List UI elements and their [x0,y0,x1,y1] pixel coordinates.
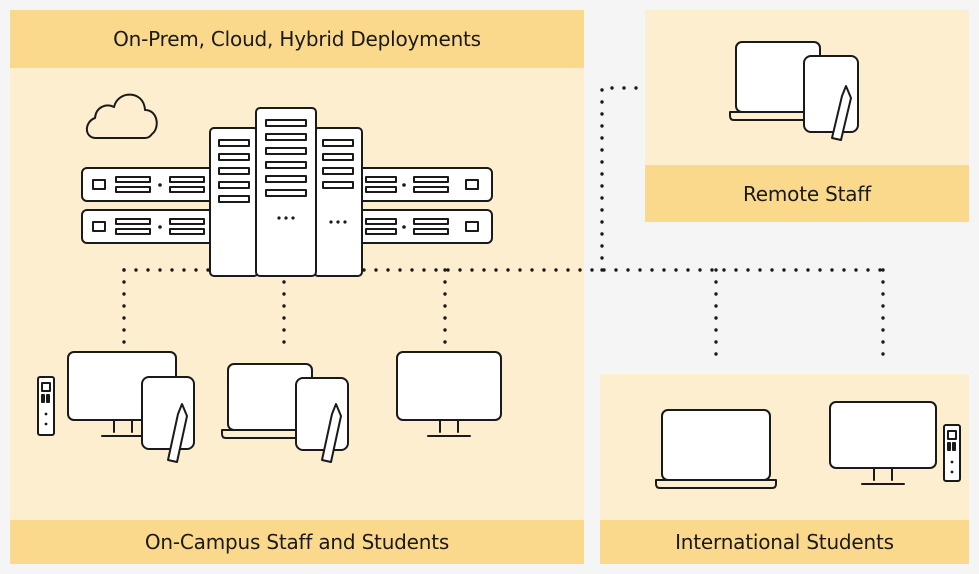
campus-device-group-3 [396,351,502,437]
cloud-icon [85,93,158,139]
stylus-icon [321,403,342,463]
deployments-label: On-Prem, Cloud, Hybrid Deployments [10,10,584,68]
desktop-icon [396,351,502,421]
server-rack-icon [81,107,493,277]
campus-device-group-1 [37,351,195,463]
stylus-icon [831,85,852,141]
connection-lines [122,86,892,368]
on-campus-label: On-Campus Staff and Students [10,520,584,564]
remote-staff-label: Remote Staff [645,165,969,222]
remote-staff-devices [729,41,859,141]
international-label: International Students [600,520,969,564]
laptop-icon [661,409,771,481]
campus-panel [10,10,584,564]
desktop-icon [829,401,937,469]
tower-pc-icon [37,376,55,436]
international-laptop [655,409,777,489]
international-desktop [829,401,961,485]
campus-device-group-2 [221,363,349,463]
stylus-icon [167,403,188,463]
